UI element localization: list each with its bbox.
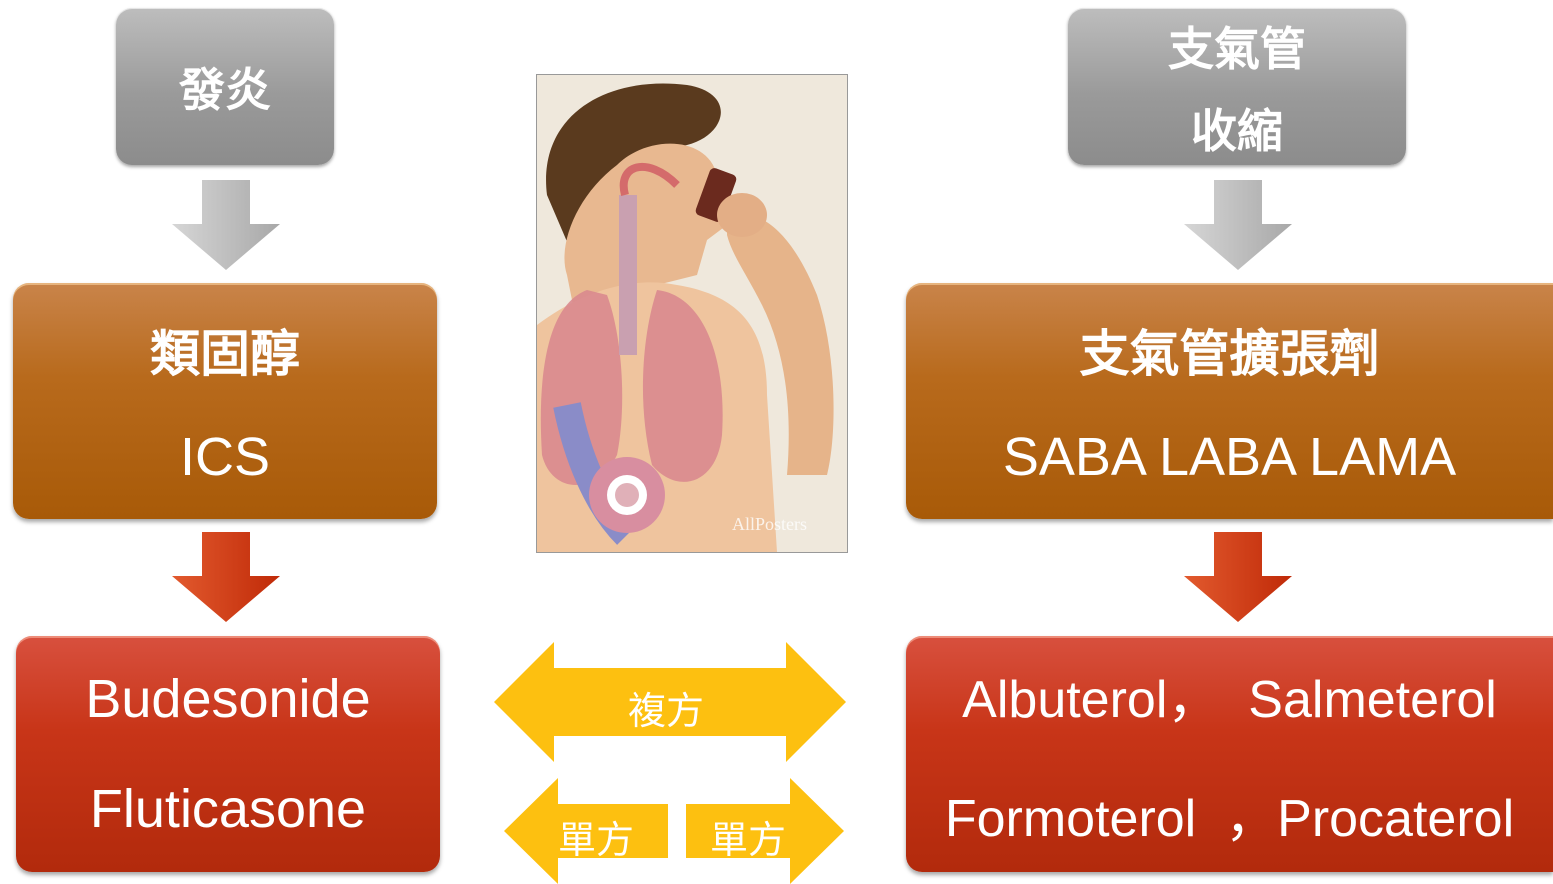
- steroid-label: 類固醇: [150, 314, 300, 386]
- down-arrow-gray-right: [1184, 180, 1292, 270]
- down-arrow-red-right: [1184, 532, 1292, 622]
- drugs-line1: Albuterol， Salmeterol: [962, 657, 1497, 732]
- inhaler-anatomy-illustration: AllPosters: [536, 74, 848, 553]
- down-arrow-gray-left: [172, 180, 280, 270]
- single-left-label: 單方: [558, 809, 634, 864]
- drugs-line2: Formoterol ，Procaterol: [945, 776, 1514, 851]
- ics-drugs-box: Budesonide Fluticasone: [16, 636, 440, 872]
- ics-label: ICS: [180, 426, 270, 488]
- image-watermark: AllPosters: [732, 514, 807, 534]
- inflammation-label: 發炎: [179, 54, 271, 120]
- bronchodilator-drugs-box: Albuterol， Salmeterol Formoterol ，Procat…: [906, 636, 1553, 872]
- bronchoconstriction-line2: 收縮: [1191, 95, 1283, 161]
- combination-label: 複方: [628, 680, 704, 735]
- single-right-label: 單方: [710, 809, 786, 864]
- bronchoconstriction-line1: 支氣管: [1168, 13, 1306, 79]
- saba-laba-lama-label: SABA LABA LAMA: [1003, 426, 1456, 488]
- down-arrow-red-left: [172, 532, 280, 622]
- bronchoconstriction-box: 支氣管 收縮: [1068, 8, 1406, 165]
- bronchodilator-label: 支氣管擴張劑: [1080, 314, 1380, 386]
- drug-fluticasone: Fluticasone: [90, 778, 366, 840]
- bronchodilator-box: 支氣管擴張劑 SABA LABA LAMA: [906, 283, 1553, 519]
- drug-budesonide: Budesonide: [85, 668, 370, 730]
- inflammation-box: 發炎: [116, 8, 334, 165]
- steroid-box: 類固醇 ICS: [13, 283, 437, 519]
